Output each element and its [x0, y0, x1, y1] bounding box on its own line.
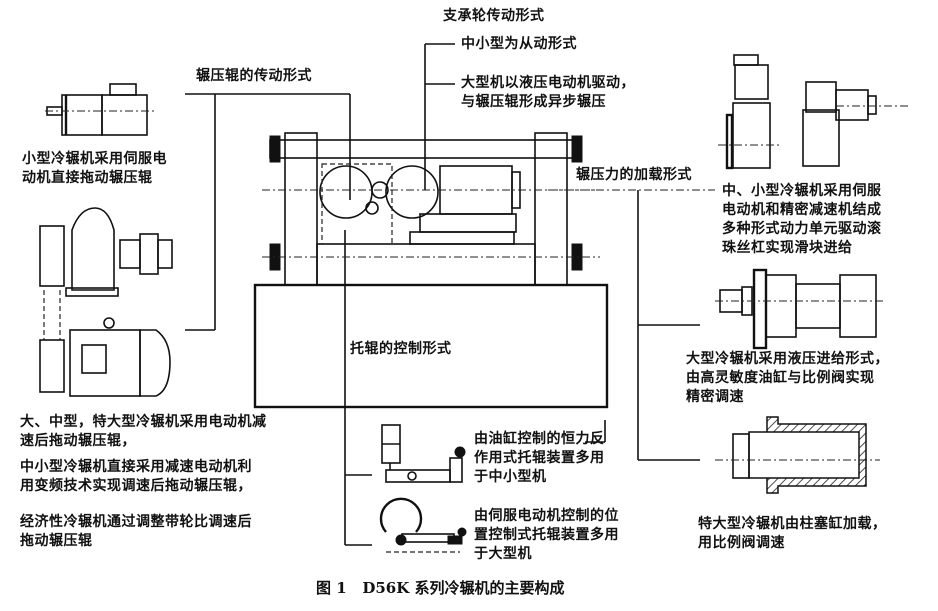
pressure-load-title: 辗压力的加载形式: [576, 167, 692, 183]
support-small-label: 中小型为从动形式: [461, 36, 577, 52]
roller-drive-title: 辗压辊的传动形式: [196, 68, 312, 84]
hydraulic-feed-label: 大型冷辗机采用液压进给形式， 由高灵敏度油缸与比例阀实现 精密调速: [686, 351, 889, 405]
reducer-motor-drawing: [39, 207, 173, 397]
connector-lines: [185, 43, 715, 546]
figure-caption: 图 1 D56K 系列冷辗机的主要构成: [316, 579, 565, 597]
servo-motor-drawing: [45, 83, 155, 136]
small-servo-label: 小型冷辗机采用伺服电 动机直接拖动辗压辊: [22, 151, 167, 186]
servo-idler-drawing: [379, 497, 467, 553]
plunger-cylinder-drawing: [715, 416, 880, 494]
support-wheel-title: 支承轮传动形式: [443, 8, 545, 24]
large-drive-label: 大、中型，特大型冷辗机采用电动机减 速后拖动辗压辊，: [20, 414, 267, 449]
cylinder-idler-label: 由油缸控制的恒力反 作用式托辊装置多用 于中小型机: [474, 431, 605, 485]
cylinder-idler-drawing: [381, 424, 466, 483]
plunger-feed-label: 特大型冷辗机由柱塞缸加载， 用比例阀调速: [698, 516, 887, 551]
hydraulic-cylinder-drawing: [715, 268, 885, 350]
idler-control-title: 托辊的控制形式: [350, 341, 452, 357]
econ-drive-label: 经济性冷辗机通过调整带轮比调速后 拖动辗压辊: [20, 514, 252, 549]
servo-idler-label: 由伺服电动机控制的位 置控制式托辊装置多用 于大型机: [474, 508, 619, 562]
servo-feed-label: 中、小型冷辗机采用伺服 电动机和精密减速机结成 多种形式动力单元驱动滚 珠丝杠实…: [722, 183, 882, 256]
servo-reducer-drawing: [718, 54, 910, 170]
main-machine-drawing: [253, 132, 609, 409]
support-large-label: 大型机以液压电动机驱动， 与辗压辊形成异步辗压: [461, 75, 635, 110]
mid-drive-label: 中小型冷辗机直接采用减速电动机利 用变频技术实现调速后拖动辗压辊，: [20, 459, 252, 494]
